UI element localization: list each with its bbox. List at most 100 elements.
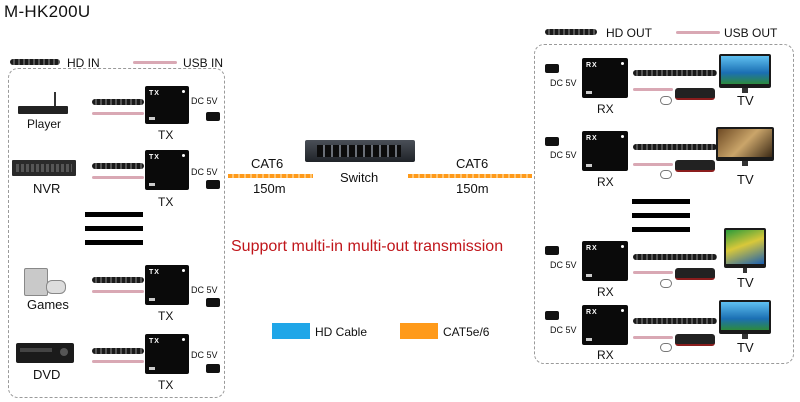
usb-cable bbox=[92, 112, 144, 115]
keyboard-icon bbox=[675, 88, 715, 100]
more-devices-bar bbox=[632, 227, 690, 232]
tx-box: TX bbox=[145, 265, 189, 305]
source-label-nvr: NVR bbox=[33, 181, 61, 196]
power-adapter-icon bbox=[545, 64, 559, 73]
right-cable-type-label: CAT6 bbox=[456, 156, 489, 171]
left-cat6-cable bbox=[228, 174, 313, 178]
right-cat6-cable bbox=[408, 174, 532, 178]
usb-cable bbox=[92, 290, 144, 293]
power-adapter-icon bbox=[206, 298, 220, 307]
switch-label: Switch bbox=[340, 170, 379, 185]
rx-label: RX bbox=[597, 102, 614, 116]
mouse-icon bbox=[660, 170, 672, 179]
hd-cable bbox=[633, 318, 717, 324]
power-adapter-icon bbox=[545, 311, 559, 320]
rx-box: RX bbox=[582, 241, 628, 281]
legend-swatch-hd-cable bbox=[272, 323, 310, 339]
power-adapter-icon bbox=[545, 137, 559, 146]
usb-cable bbox=[633, 271, 673, 274]
more-devices-bar bbox=[632, 199, 690, 204]
power-adapter-icon bbox=[206, 180, 220, 189]
power-label: DC 5V bbox=[550, 150, 577, 160]
rx-label: RX bbox=[597, 285, 614, 299]
usb-out-label: USB OUT bbox=[724, 26, 778, 40]
display-label: TV bbox=[737, 93, 754, 108]
more-devices-bar bbox=[85, 226, 143, 231]
tv-display bbox=[724, 228, 766, 273]
dvd-player bbox=[16, 343, 74, 363]
hd-cable bbox=[92, 163, 144, 169]
more-devices-bar bbox=[85, 212, 143, 217]
hd-in-cable-icon bbox=[10, 59, 60, 65]
tx-box: TX bbox=[145, 86, 189, 124]
power-adapter-icon bbox=[206, 364, 220, 373]
power-label: DC 5V bbox=[191, 350, 218, 360]
mouse-icon bbox=[660, 343, 672, 352]
usb-cable bbox=[633, 163, 673, 166]
keyboard-icon bbox=[675, 160, 715, 172]
more-devices-bar bbox=[85, 240, 143, 245]
headline: Support multi-in multi-out transmission bbox=[231, 238, 504, 255]
tx-box: TX bbox=[145, 150, 189, 190]
hd-out-cable-icon bbox=[545, 29, 597, 35]
model-title: M-HK200U bbox=[4, 2, 91, 21]
tv-display bbox=[719, 54, 771, 93]
legend-swatch-cat5e6 bbox=[400, 323, 438, 339]
network-switch bbox=[305, 140, 415, 162]
power-adapter-icon bbox=[206, 112, 220, 121]
power-label: DC 5V bbox=[550, 78, 577, 88]
legend-label-cat5e6: CAT5e/6 bbox=[443, 325, 490, 339]
tx-box: TX bbox=[145, 334, 189, 374]
power-label: DC 5V bbox=[191, 96, 218, 106]
rx-box: RX bbox=[582, 58, 628, 98]
source-label-dvd: DVD bbox=[33, 367, 61, 382]
display-label: TV bbox=[737, 275, 754, 290]
hd-cable bbox=[92, 348, 144, 354]
hd-cable bbox=[92, 99, 144, 105]
tx-label: TX bbox=[158, 309, 174, 323]
hd-cable bbox=[633, 254, 717, 260]
power-label: DC 5V bbox=[550, 325, 577, 335]
output-group-box bbox=[534, 44, 794, 364]
source-label-player: Player bbox=[27, 117, 62, 131]
player-device bbox=[18, 92, 68, 116]
tv-display bbox=[716, 127, 774, 166]
display-label: TV bbox=[737, 340, 754, 355]
rx-label: RX bbox=[597, 175, 614, 189]
usb-cable bbox=[92, 176, 144, 179]
mouse-icon bbox=[660, 96, 672, 105]
legend-label-hd-cable: HD Cable bbox=[315, 325, 368, 339]
input-group-box bbox=[8, 68, 225, 398]
keyboard-icon bbox=[675, 268, 715, 280]
right-cable-length-label: 150m bbox=[456, 181, 489, 196]
usb-in-label: USB IN bbox=[183, 56, 224, 70]
usb-cable bbox=[633, 336, 673, 339]
rx-box: RX bbox=[582, 131, 628, 171]
usb-in-cable-icon bbox=[133, 61, 177, 64]
hd-cable bbox=[633, 144, 717, 150]
power-label: DC 5V bbox=[191, 167, 218, 177]
usb-out-cable-icon bbox=[676, 31, 720, 34]
keyboard-icon bbox=[675, 334, 715, 346]
rx-box: RX bbox=[582, 305, 628, 345]
more-devices-bar bbox=[632, 213, 690, 218]
display-label: TV bbox=[737, 172, 754, 187]
usb-cable bbox=[92, 360, 144, 363]
left-cable-type-label: CAT6 bbox=[251, 156, 284, 171]
tv-display bbox=[719, 300, 771, 339]
hd-cable bbox=[92, 277, 144, 283]
hd-in-label: HD IN bbox=[67, 56, 100, 70]
power-adapter-icon bbox=[545, 246, 559, 255]
tx-label: TX bbox=[158, 128, 174, 142]
nvr-device bbox=[12, 160, 76, 176]
hd-cable bbox=[633, 70, 717, 76]
left-cable-length-label: 150m bbox=[253, 181, 286, 196]
power-label: DC 5V bbox=[191, 285, 218, 295]
power-label: DC 5V bbox=[550, 260, 577, 270]
games-console bbox=[24, 268, 66, 296]
source-label-games: Games bbox=[27, 297, 69, 312]
tx-label: TX bbox=[158, 195, 174, 209]
hd-out-label: HD OUT bbox=[606, 26, 652, 40]
rx-label: RX bbox=[597, 348, 614, 362]
